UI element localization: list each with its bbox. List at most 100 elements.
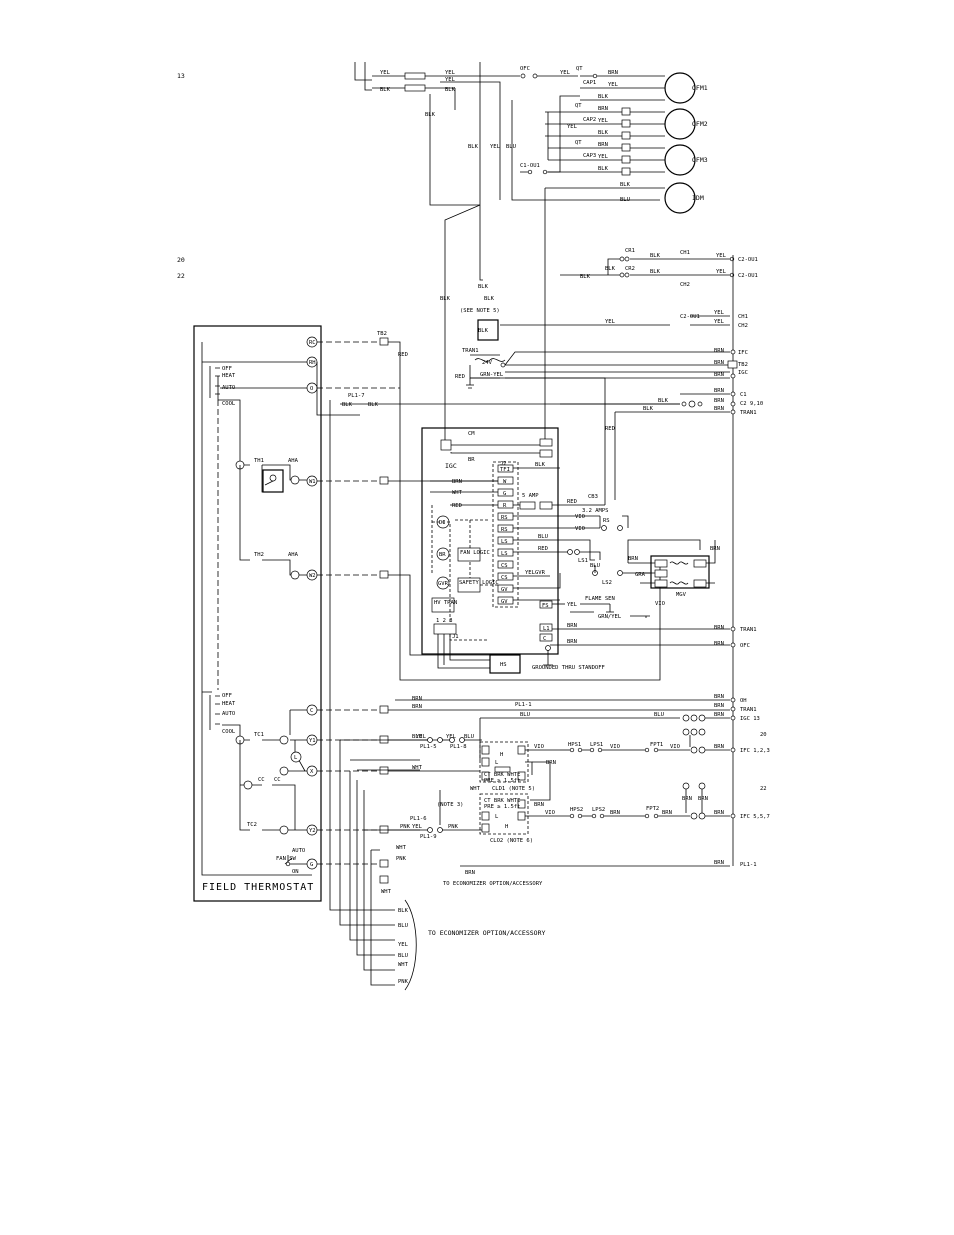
cc-label: CC bbox=[258, 777, 265, 783]
econ-wire-yel: YEL bbox=[398, 942, 409, 948]
economizer-note-2: TO ECONOMIZER OPTION/ACCESSORY bbox=[428, 929, 545, 937]
fan-switch[interactable]: FAN SW AUTO ON bbox=[276, 848, 307, 875]
svg-text:YEL: YEL bbox=[525, 570, 536, 576]
tc2-label: TC2 bbox=[247, 822, 257, 828]
term-w1-label: W1 bbox=[309, 479, 316, 485]
igc-br-label: BR bbox=[468, 457, 475, 463]
see-note5-label: (SEE NOTE 5) bbox=[460, 308, 500, 314]
switch-bottom-off: OFF bbox=[222, 693, 232, 699]
j2-pin-rs2[interactable]: RS bbox=[497, 524, 514, 533]
j2-pin-r[interactable]: R bbox=[497, 500, 514, 509]
svg-text:YEL: YEL bbox=[445, 77, 456, 83]
fpt1-label: FPT1 bbox=[650, 742, 663, 748]
svg-text:WHT: WHT bbox=[412, 765, 423, 771]
j2-pin-cs2[interactable]: CS bbox=[497, 572, 514, 581]
ifc-label: IFC bbox=[738, 350, 748, 356]
econ-wire-pnk: PNK bbox=[398, 979, 409, 985]
pin-rs2-label: RS bbox=[501, 527, 508, 533]
svg-text:1 2 3: 1 2 3 bbox=[436, 618, 453, 624]
svg-text:YEL: YEL bbox=[445, 70, 456, 76]
thermostat-terminal-g[interactable]: G bbox=[306, 858, 318, 870]
ref-22-label: 22 bbox=[760, 786, 767, 792]
svg-text:BRN: BRN bbox=[714, 625, 724, 631]
svg-text:BRN: BRN bbox=[698, 796, 708, 802]
j2-pin-ls2[interactable]: LS bbox=[497, 548, 514, 557]
igc-right-label-2: IGC 13 bbox=[740, 716, 760, 722]
j2-pin-cs1[interactable]: CS bbox=[497, 560, 514, 569]
svg-text:BRN: BRN bbox=[714, 348, 724, 354]
pin-ls1-label: LS bbox=[501, 539, 508, 545]
th2-label: TH2 bbox=[254, 552, 264, 558]
side-label-13: 13 bbox=[177, 72, 185, 80]
svg-text:BRN: BRN bbox=[714, 703, 724, 709]
thermostat-terminal-w1[interactable]: W1 bbox=[306, 475, 318, 487]
term-o-label: O bbox=[310, 386, 313, 392]
mode-switch-bottom[interactable]: OFF HEAT AUTO COOL bbox=[202, 691, 236, 735]
svg-text:YEL: YEL bbox=[380, 70, 391, 76]
svg-text:VIO: VIO bbox=[670, 744, 680, 750]
svg-text:BRN: BRN bbox=[534, 802, 544, 808]
qt-label-2: QT bbox=[575, 103, 582, 109]
svg-text:BLK: BLK bbox=[535, 462, 546, 468]
j2-pin-g[interactable]: G bbox=[497, 488, 514, 497]
cb3-label: CB3 bbox=[588, 494, 598, 500]
thermostat-terminal-y1[interactable]: Y1 bbox=[306, 734, 318, 746]
svg-text:YEL: YEL bbox=[716, 253, 727, 259]
thermostat-terminal-x[interactable]: X bbox=[306, 765, 318, 777]
term-x-label: X bbox=[310, 769, 314, 775]
svg-text:PNK: PNK bbox=[400, 824, 411, 830]
mode-switch-top[interactable]: OFF HEAT AUTO COOL bbox=[202, 361, 307, 465]
svg-text:BLK: BLK bbox=[440, 296, 451, 302]
svg-text:L: L bbox=[495, 760, 499, 766]
econ-wire-wht: WHT bbox=[398, 962, 409, 968]
j2-pin-ls1[interactable]: LS bbox=[497, 536, 514, 545]
qt-label: QT bbox=[576, 66, 583, 72]
svg-text:BRN: BRN bbox=[546, 760, 556, 766]
thermostat-terminal-rh[interactable]: RH bbox=[306, 356, 318, 368]
svg-text:BRN: BRN bbox=[714, 641, 724, 647]
pin-r-label: R bbox=[503, 503, 507, 509]
svg-text:VIO: VIO bbox=[655, 601, 665, 607]
svg-text:BRN: BRN bbox=[714, 744, 724, 750]
svg-text:YEL: YEL bbox=[605, 319, 616, 325]
thermostat-terminal-o[interactable]: O bbox=[306, 382, 318, 394]
side-label-22: 22 bbox=[177, 272, 185, 280]
thermostat-terminal-w2[interactable]: W2 bbox=[306, 569, 318, 581]
svg-text:BLU: BLU bbox=[506, 144, 516, 150]
ofm3-motor: QT CAP3 BRN YEL BLK OFM3 bbox=[548, 140, 708, 176]
economizer-note-1: TO ECONOMIZER OPTION/ACCESSORY bbox=[443, 881, 543, 887]
pin-g-label: G bbox=[503, 491, 506, 497]
pl1-9-label: PL1-9 bbox=[420, 834, 437, 840]
thermostat-terminal-rc[interactable]: RC bbox=[306, 336, 318, 348]
svg-text:BLU: BLU bbox=[538, 534, 548, 540]
pin-cs1-label: CS bbox=[501, 563, 508, 569]
ofm3-label: OFM3 bbox=[692, 156, 708, 164]
j2-pin-gv1[interactable]: GV bbox=[497, 584, 514, 593]
svg-text:BRN: BRN bbox=[714, 406, 724, 412]
j2-pin-gv2[interactable]: GV bbox=[497, 596, 514, 605]
lps2-label: LPS2 bbox=[592, 807, 605, 813]
j2-pin-w[interactable]: W bbox=[497, 476, 514, 485]
j2-pin-rs1[interactable]: RS bbox=[497, 512, 514, 521]
svg-text:BLK: BLK bbox=[650, 269, 661, 275]
svg-text:BRN: BRN bbox=[714, 712, 724, 718]
svg-text:BRN: BRN bbox=[567, 623, 577, 629]
term-y2-label: Y2 bbox=[309, 828, 316, 834]
tb2-right-label: TB2 bbox=[738, 362, 748, 368]
svg-text:BLK: BLK bbox=[445, 87, 456, 93]
svg-text:BRN: BRN bbox=[714, 372, 724, 378]
ls1-label: LS1 bbox=[578, 558, 588, 564]
svg-text:BRN: BRN bbox=[412, 696, 422, 702]
tran1-right-label-3: TRAN1 bbox=[740, 707, 757, 713]
thermostat-terminal-c[interactable]: C bbox=[306, 704, 318, 716]
thermostat-terminal-y2[interactable]: Y2 bbox=[306, 824, 318, 836]
aha-label: AHA bbox=[288, 458, 299, 464]
pl1-6-label: PL1-6 bbox=[410, 816, 427, 822]
j2-pin-tfi[interactable]: TFI bbox=[497, 464, 514, 473]
pin-ls2-label: LS bbox=[501, 551, 508, 557]
svg-text:VIO: VIO bbox=[575, 526, 585, 532]
svg-text:RED: RED bbox=[398, 352, 408, 358]
hv-tran-label: HV TRAN bbox=[434, 600, 457, 606]
pin-w-label: W bbox=[503, 479, 507, 485]
svg-text:BRN: BRN bbox=[714, 388, 724, 394]
